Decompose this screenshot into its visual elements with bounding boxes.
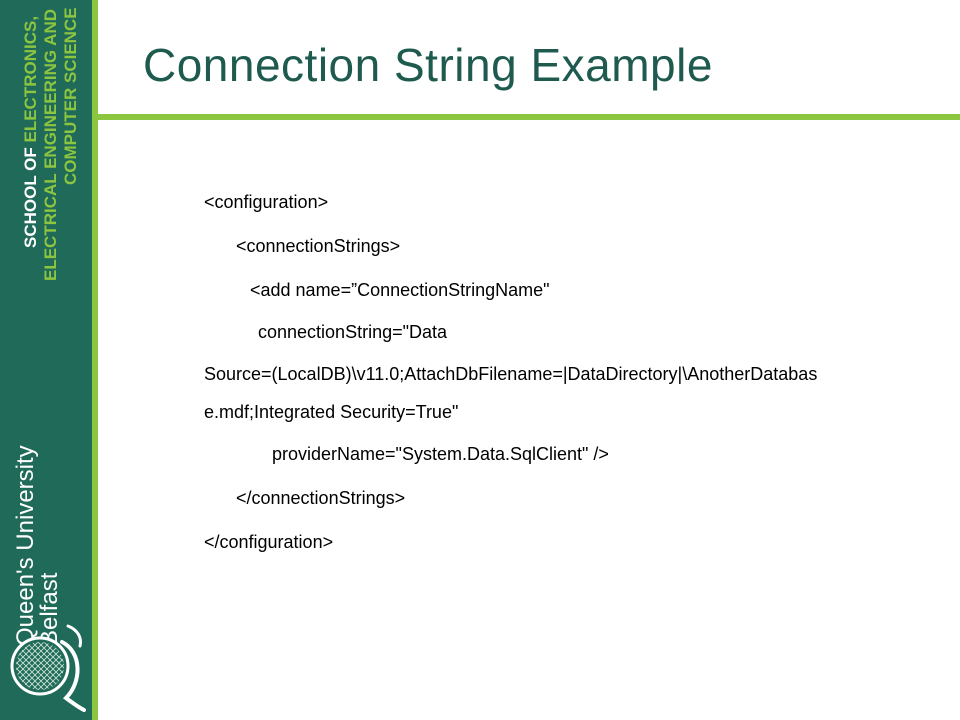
- code-line-mdf: e.mdf;Integrated Security=True": [204, 402, 459, 422]
- school-of-text: SCHOOL OF: [21, 142, 40, 248]
- code-line-add-name: <add name=”ConnectionStringName": [250, 280, 550, 300]
- school-line-2: ELECTRICAL ENGINEERING AND: [41, 8, 60, 281]
- electrical-engineering-text: ELECTRICAL ENGINEERING AND: [41, 8, 60, 281]
- code-line-source: Source=(LocalDB)\v11.0;AttachDbFilename=…: [204, 364, 818, 384]
- code-line-configuration-close: </configuration>: [204, 532, 334, 552]
- title-divider: [98, 114, 960, 120]
- code-line-providername: providerName="System.Data.SqlClient" />: [272, 444, 609, 464]
- page-title: Connection String Example: [143, 39, 713, 91]
- sidebar: SCHOOL OF ELECTRONICS, ELECTRICAL ENGINE…: [0, 0, 98, 720]
- code-line-configuration-open: <configuration>: [204, 192, 329, 212]
- code-line-connectionstrings-open: <connectionStrings>: [236, 236, 401, 256]
- code-line-connectionstrings-close: </connectionStrings>: [236, 488, 406, 508]
- school-line-3: COMPUTER SCIENCE: [61, 7, 80, 185]
- qub-crest-icon: [10, 624, 86, 712]
- school-line-1: SCHOOL OF ELECTRONICS,: [21, 15, 40, 248]
- electronics-text: ELECTRONICS,: [21, 15, 40, 143]
- code-line-connectionstring: connectionString="Data: [258, 322, 448, 342]
- computer-science-text: COMPUTER SCIENCE: [61, 7, 80, 185]
